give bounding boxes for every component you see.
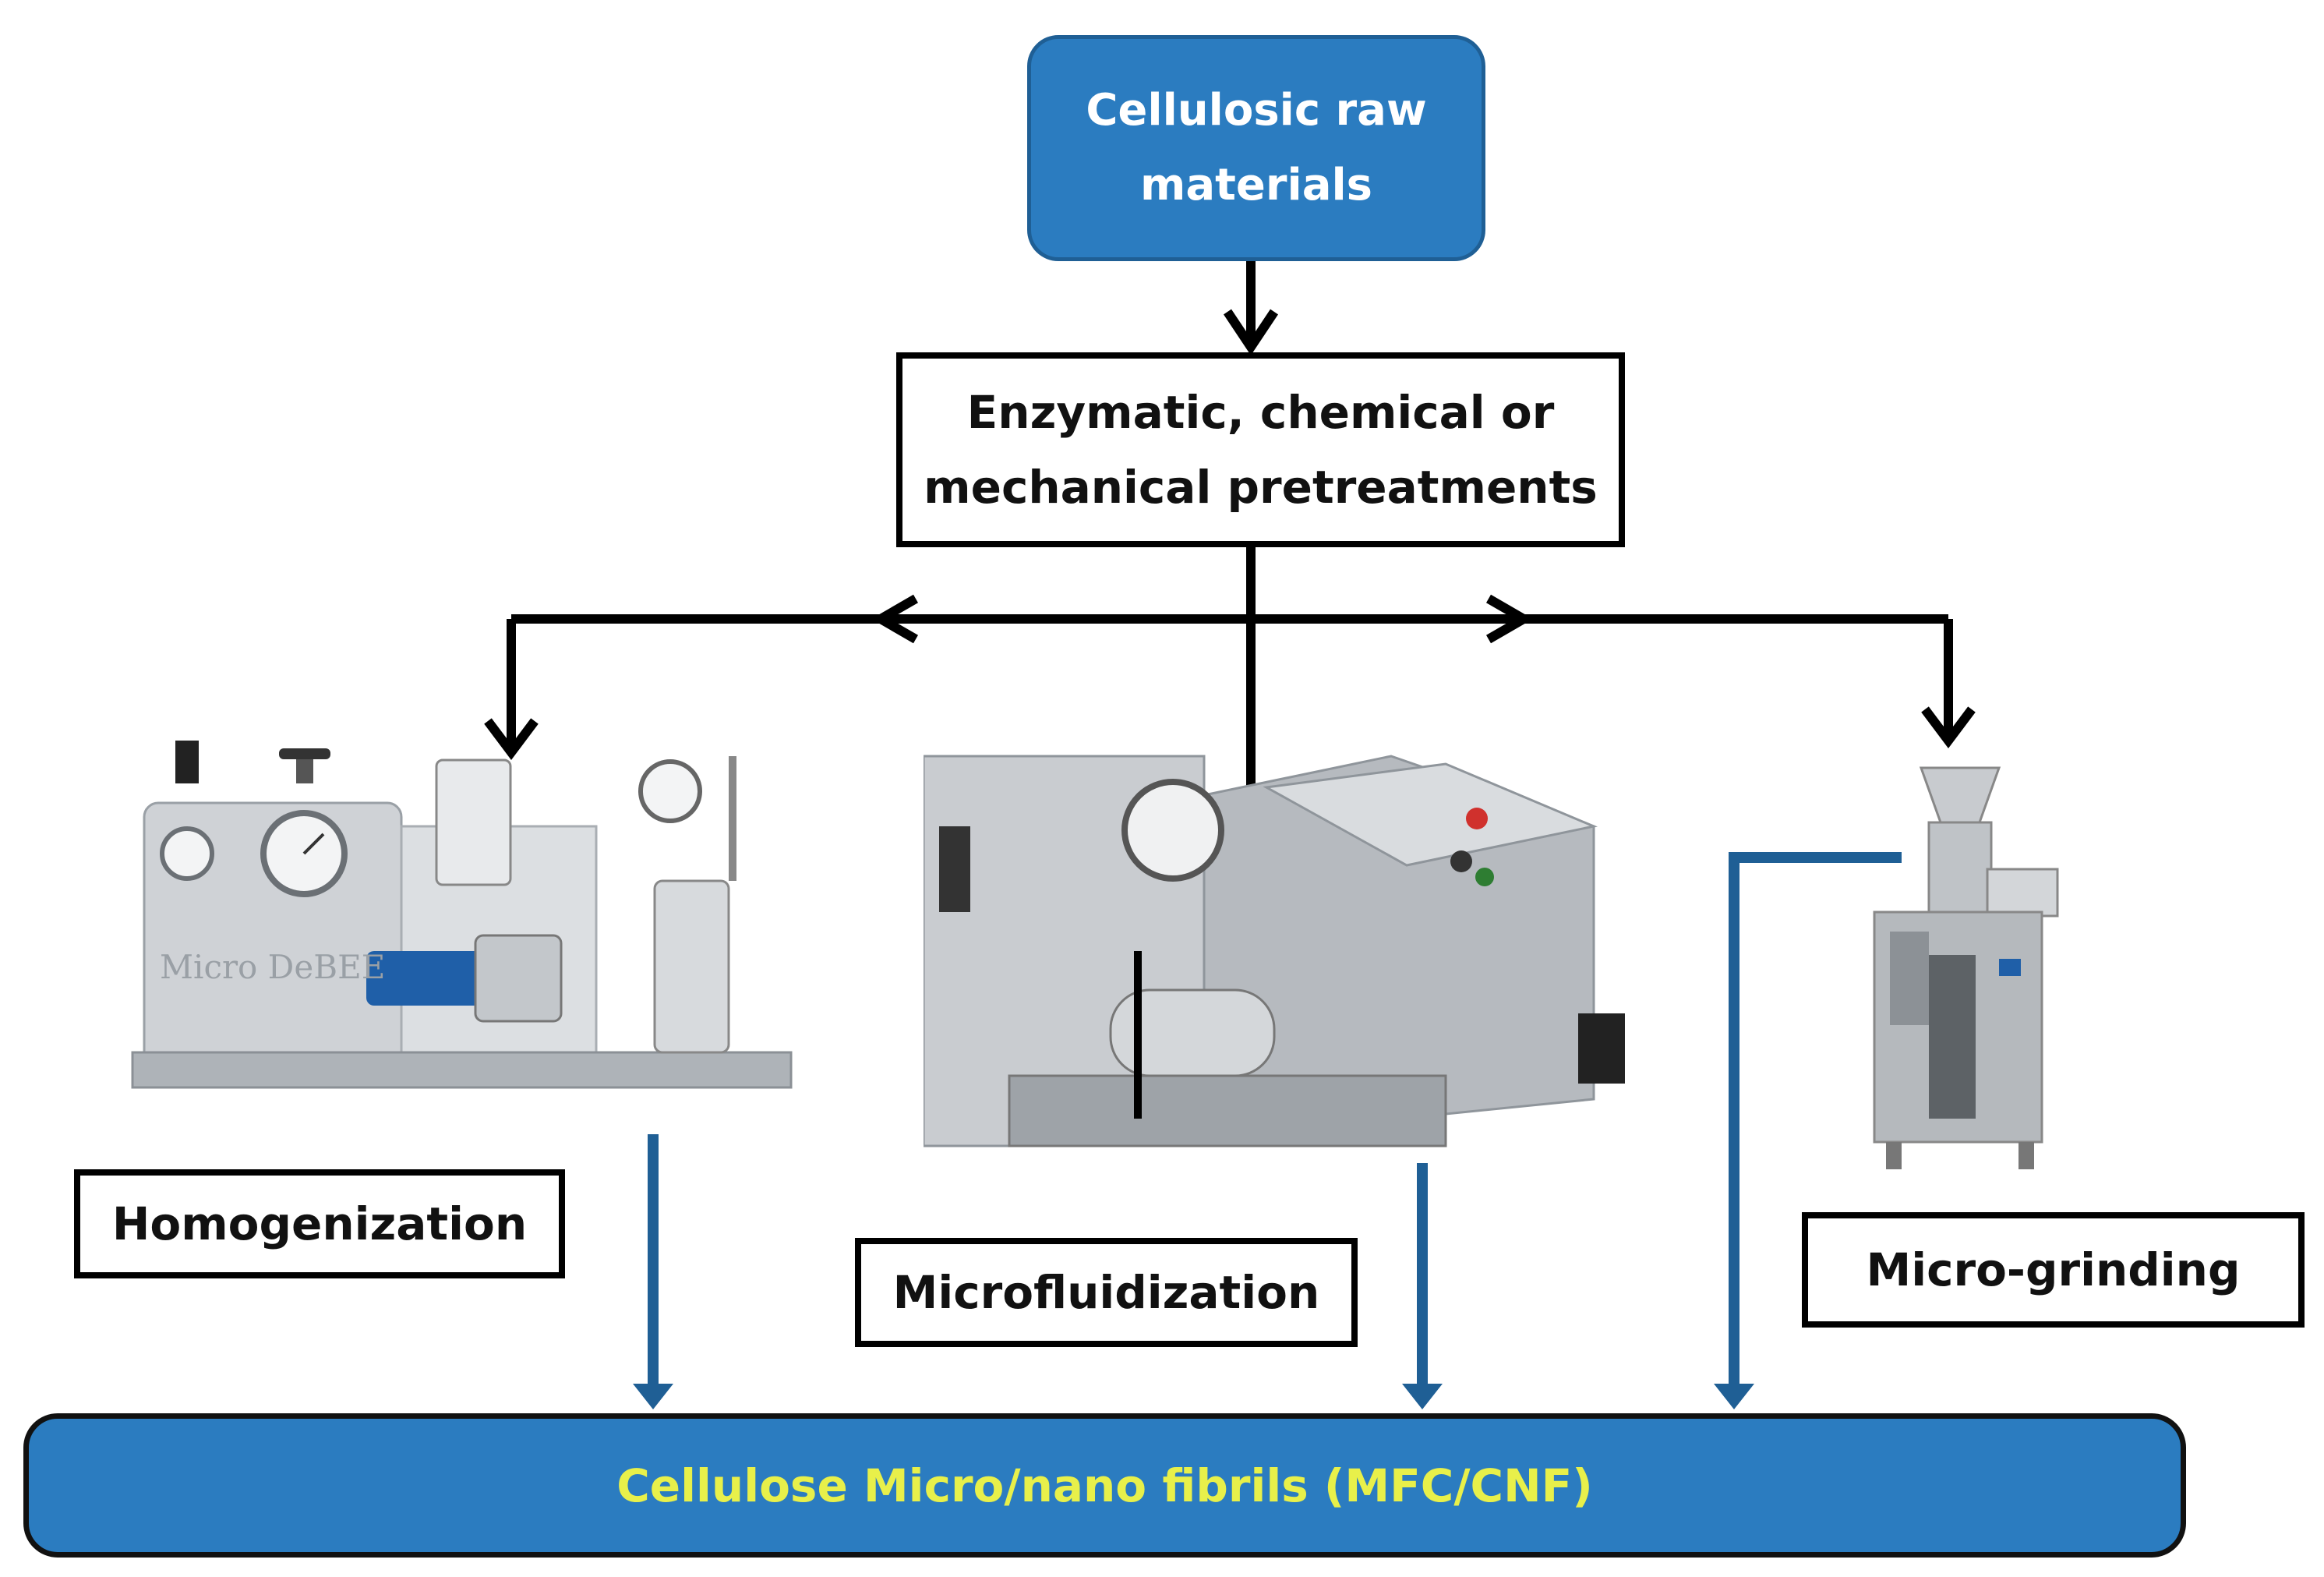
microfluidizer-machine-image [924, 755, 1625, 1147]
pretreatment-line-2: mechanical pretreatments [924, 461, 1598, 514]
micro-grinding-label: Micro-grinding [1866, 1243, 2241, 1296]
homogenization-box: Homogenization [74, 1169, 565, 1278]
micro-grinder-machine-image [1873, 766, 2059, 1169]
pretreatment-line-1: Enzymatic, chemical or [966, 386, 1555, 439]
arrowhead-pretreatment [1224, 309, 1278, 355]
raw-materials-line-1: Cellulosic raw [1086, 85, 1427, 136]
homogenizer-brand-label: Micro DeBEE [160, 948, 385, 986]
flow-arrowhead-3 [1714, 1384, 1754, 1409]
right-chevron [1485, 594, 1533, 644]
raw-materials-box: Cellulosic raw materials [1027, 35, 1485, 261]
microfluidization-box: Microfluidization [855, 1238, 1358, 1347]
homogenizer-machine-image: Micro DeBEE [131, 741, 793, 1089]
flow-arrowhead-1 [633, 1384, 673, 1409]
flow-arrowhead-2 [1402, 1384, 1443, 1409]
left-chevron [871, 594, 919, 644]
micro-grinding-box: Micro-grinding [1802, 1212, 2305, 1328]
product-box: Cellulose Micro/nano fibrils (MFC/CNF) [23, 1413, 2186, 1558]
homogenization-label: Homogenization [111, 1197, 528, 1250]
arrowhead-grinder [1921, 706, 1976, 748]
arrowhead-homogenizer [484, 718, 539, 760]
flow-grinder-to-product [1729, 852, 1902, 1388]
product-label: Cellulose Micro/nano fibrils (MFC/CNF) [616, 1459, 1593, 1512]
microfluidization-label: Microfluidization [892, 1266, 1320, 1319]
raw-materials-line-2: materials [1139, 160, 1373, 210]
pretreatment-box: Enzymatic, chemical or mechanical pretre… [896, 352, 1625, 547]
